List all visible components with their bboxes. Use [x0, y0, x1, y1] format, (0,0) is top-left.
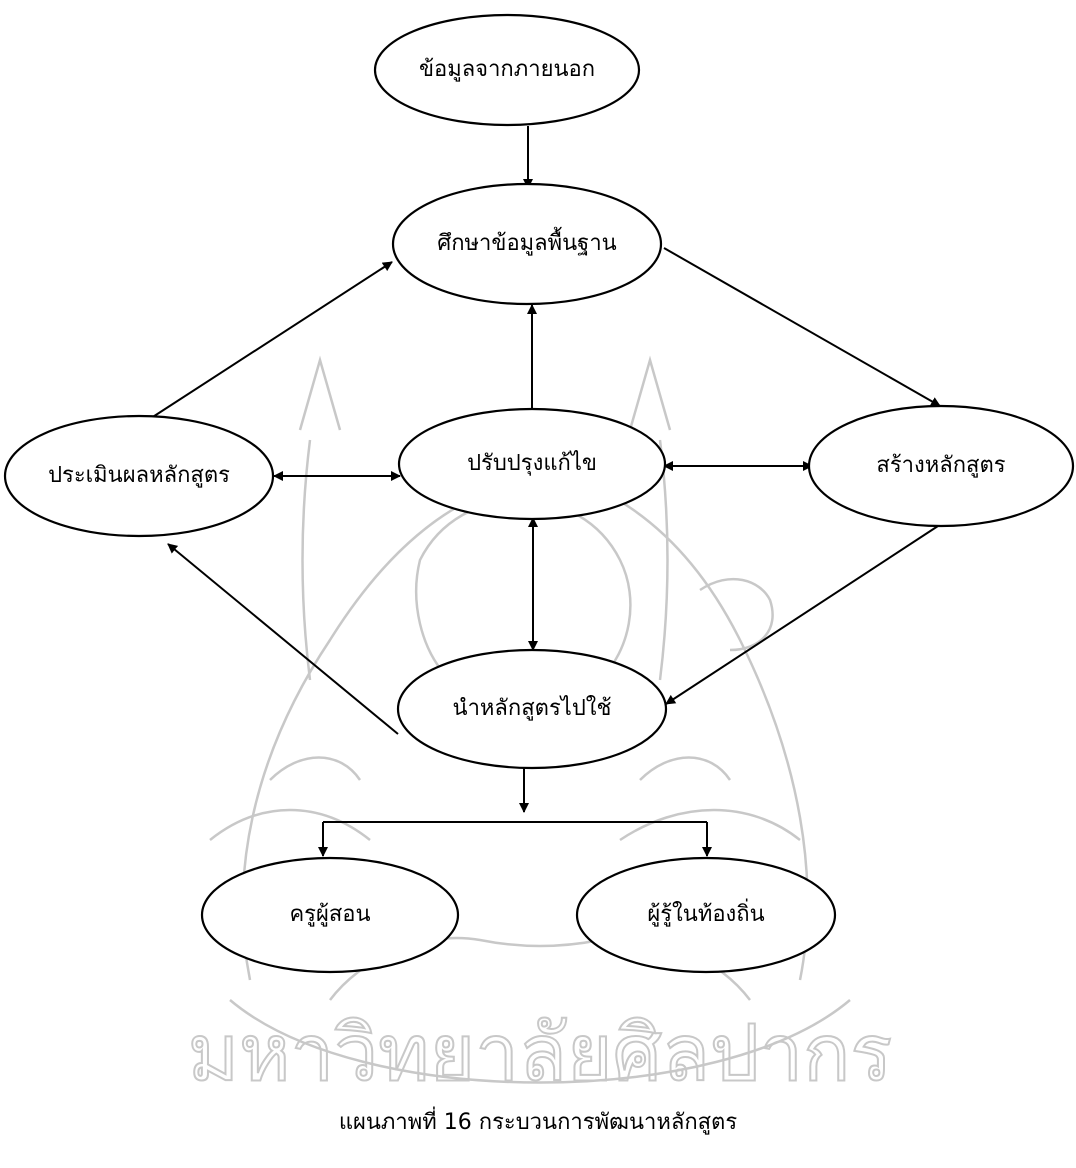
figure-caption: แผนภาพที่ 16 กระบวนการพัฒนาหลักสูตร [339, 1106, 738, 1135]
edge-create-to-implement [665, 525, 939, 705]
node-implement-curriculum: นำหลักสูตรไปใช้ [396, 648, 668, 770]
edge-study-to-create [663, 247, 941, 407]
node-teachers: ครูผู้สอน [200, 856, 460, 974]
node-create-curriculum: สร้างหลักสูตร [807, 404, 1075, 528]
node-create-curriculum-label: สร้างหลักสูตร [876, 453, 1005, 478]
edges [144, 126, 941, 857]
node-local-experts: ผู้รู้ในท้องถิ่น [575, 856, 837, 974]
node-study-basic-data-label: ศึกษาข้อมูลพื้นฐาน [437, 227, 616, 256]
node-revise: ปรับปรุงแก้ไข [397, 407, 667, 521]
edge-implement-to-evaluate [167, 543, 399, 735]
edge-evaluate-to-study [144, 261, 393, 423]
node-study-basic-data: ศึกษาข้อมูลพื้นฐาน [391, 182, 663, 306]
node-local-experts-label: ผู้รู้ในท้องถิ่น [647, 898, 764, 927]
node-external-data: ข้อมูลจากภายนอก [373, 13, 641, 127]
node-revise-label: ปรับปรุงแก้ไข [467, 450, 597, 476]
node-evaluate-curriculum: ประเมินผลหลักสูตร [3, 414, 275, 538]
watermark-text: มหาวิทยาลัยศิลปากร [188, 1009, 893, 1099]
node-external-data-label: ข้อมูลจากภายนอก [419, 57, 595, 82]
node-evaluate-curriculum-label: ประเมินผลหลักสูตร [48, 463, 230, 488]
node-teachers-label: ครูผู้สอน [289, 902, 370, 927]
node-implement-curriculum-label: นำหลักสูตรไปใช้ [453, 695, 612, 721]
watermark-seal: มหาวิทยาลัยศิลปากร [187, 355, 893, 1100]
